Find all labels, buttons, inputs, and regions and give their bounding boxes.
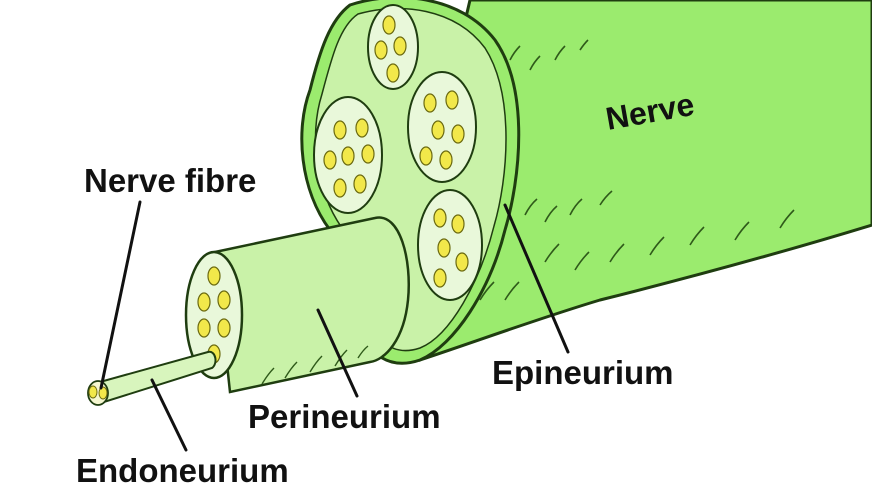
nerve-fibre-sheath <box>98 350 217 404</box>
leader-endoneurium <box>150 378 188 452</box>
fascicle-right <box>407 71 477 183</box>
nerve-body <box>398 0 872 362</box>
leader-lines <box>99 200 570 452</box>
leader-epineurium <box>503 203 570 354</box>
fascicle-lower <box>417 189 483 301</box>
label-epineurium: Epineurium <box>492 354 674 391</box>
label-perineurium: Perineurium <box>248 398 441 435</box>
fascicle-top <box>367 4 419 90</box>
fascicle-cylinder-shading <box>261 345 369 385</box>
nerve-shading <box>449 39 795 321</box>
leader-nerve-fibre <box>99 200 142 390</box>
nerve-fibre-tip <box>87 380 109 406</box>
leader-perineurium <box>316 308 359 398</box>
fascicle-cylinder-face <box>184 250 244 380</box>
fascicle-cylinder-body <box>213 216 410 394</box>
label-endoneurium: Endoneurium <box>76 452 289 489</box>
label-nerve-fibre: Nerve fibre <box>84 162 256 199</box>
fascicle-left <box>313 96 383 214</box>
